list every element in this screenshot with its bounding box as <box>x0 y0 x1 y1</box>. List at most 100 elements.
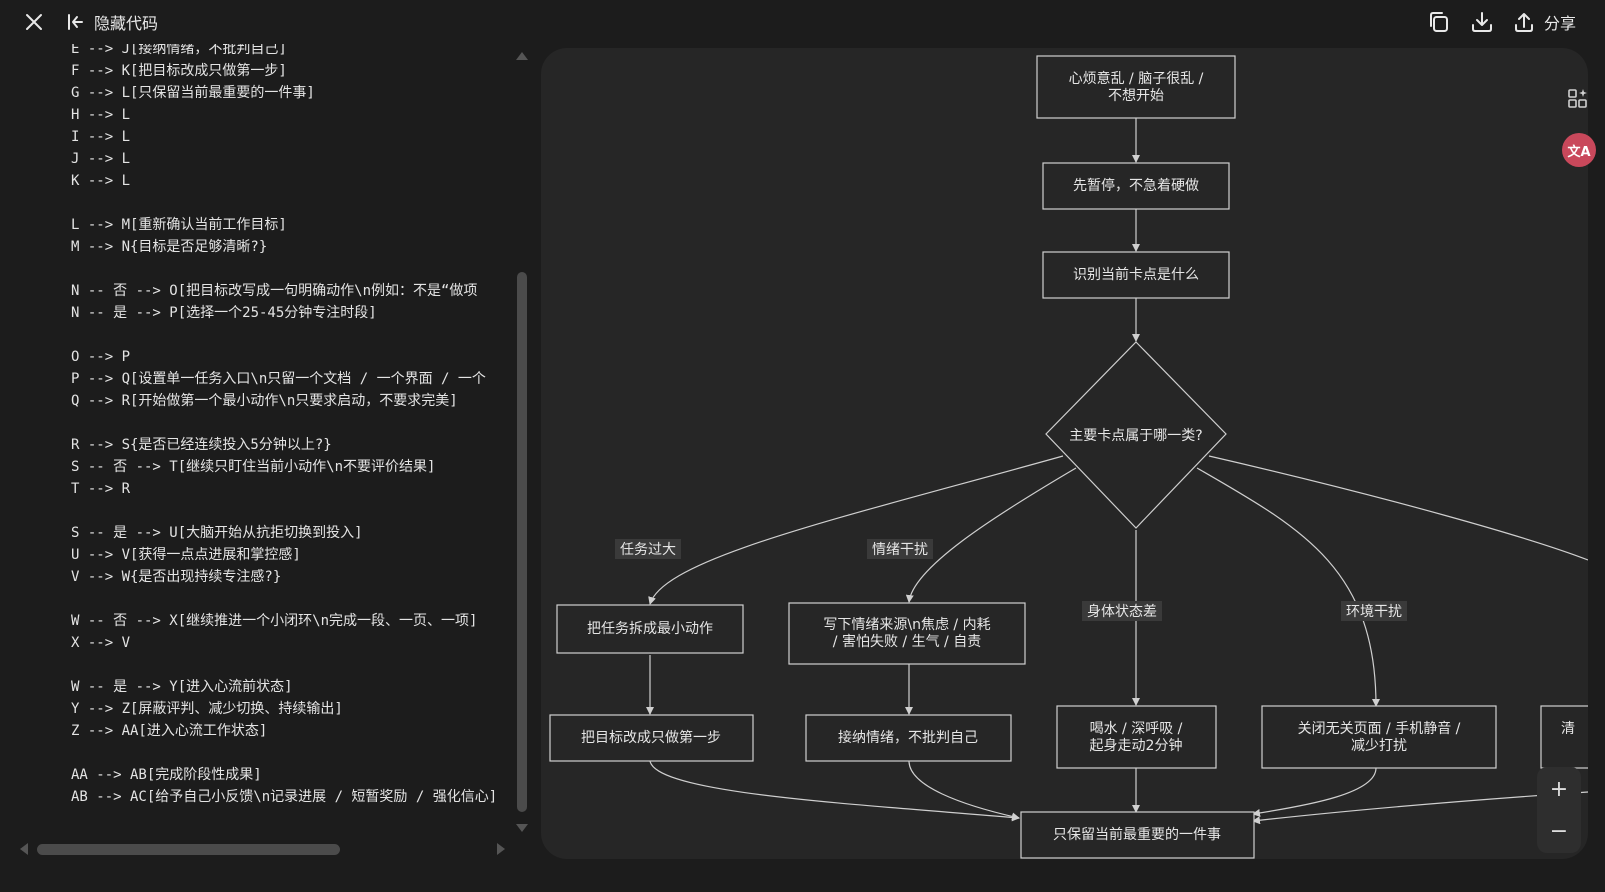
code-panel[interactable]: E --> J[接纳情绪，不批判自己] F --> K[把目标改成只做第一步] G … <box>40 44 515 826</box>
code-line: S -- 是 --> U[大脑开始从抗拒切换到投入] <box>71 525 363 541</box>
node-drink-water[interactable]: 喝水 / 深呼吸 / 起身走动2分钟 <box>1056 705 1217 769</box>
share-label: 分享 <box>1544 14 1577 33</box>
scroll-right-arrow-icon[interactable] <box>497 843 505 855</box>
close-icon <box>26 14 42 30</box>
node-start-line-2: 不想开始 <box>1108 88 1164 104</box>
hide-code-label: 隐藏代码 <box>94 14 159 33</box>
edge-accept-keep <box>908 760 1020 821</box>
edge-label-emotion-text: 情绪干扰 <box>872 542 928 558</box>
minus-icon: − <box>1549 818 1569 844</box>
diagram-preview-panel[interactable]: 心烦意乱 / 脑子很乱 / 不想开始 先暂停，不急着硬做 识别当前卡点是什么 主… <box>541 48 1588 859</box>
node-first-step[interactable]: 把目标改成只做第一步 <box>549 714 754 762</box>
edge-decision-write-emotion <box>905 467 1077 603</box>
node-clear-partial-label: 清 <box>1561 721 1575 737</box>
node-close-pages-line-1: 关闭无关页面 / 手机静音 / <box>1298 720 1461 737</box>
copy-button[interactable] <box>1425 8 1453 36</box>
code-line: L --> M[重新确认当前工作目标] <box>71 217 287 233</box>
scroll-down-arrow-icon[interactable] <box>516 824 528 832</box>
edge-decision-split-task <box>648 455 1064 605</box>
code-line: O --> P <box>71 349 131 365</box>
node-decision-label: 主要卡点属于哪一类? <box>1069 428 1202 444</box>
code-line: E --> J[接纳情绪，不批判自己] <box>71 44 287 57</box>
node-close-pages-line-2: 减少打扰 <box>1351 737 1407 754</box>
node-close-pages[interactable]: 关闭无关页面 / 手机静音 / 减少打扰 <box>1261 705 1497 769</box>
code-line: Z --> AA[进入心流工作状态] <box>71 723 268 739</box>
zoom-in-button[interactable]: + <box>1537 769 1581 809</box>
node-drink-water-line-1: 喝水 / 深呼吸 / <box>1090 721 1183 737</box>
zoom-controls: + − <box>1537 767 1581 853</box>
horizontal-scrollbar-thumb[interactable] <box>37 844 340 855</box>
node-identify-label: 识别当前卡点是什么 <box>1073 266 1199 283</box>
code-line: T --> R <box>71 481 131 497</box>
code-line: AA --> AB[完成阶段性成果] <box>71 767 262 783</box>
node-start[interactable]: 心烦意乱 / 脑子很乱 / 不想开始 <box>1036 55 1236 119</box>
edge-label-task-too-big: 任务过大 <box>615 539 681 559</box>
edge-decision-offscreen <box>1208 455 1588 561</box>
edge-close-keep <box>1252 767 1377 817</box>
node-pause-label: 先暂停，不急着硬做 <box>1073 177 1199 194</box>
collapse-left-icon <box>68 14 83 30</box>
code-line: U --> V[获得一点点进展和掌控感] <box>71 547 301 563</box>
translate-icon: 文A <box>1567 144 1591 160</box>
flowchart: 心烦意乱 / 脑子很乱 / 不想开始 先暂停，不急着硬做 识别当前卡点是什么 主… <box>549 55 1588 859</box>
node-write-emotion[interactable]: 写下情绪来源\n焦虑 / 内耗 / 害怕失败 / 生气 / 自责 <box>788 602 1026 665</box>
share-icon <box>1515 13 1533 32</box>
node-write-emotion-line-1: 写下情绪来源\n焦虑 / 内耗 <box>823 617 990 633</box>
code-line: W -- 是 --> Y[进入心流前状态] <box>71 679 293 695</box>
code-line: Y --> Z[屏蔽评判、减少切换、持续输出] <box>71 701 343 717</box>
code-line: X --> V <box>71 635 131 651</box>
hide-code-button[interactable]: 隐藏代码 <box>66 10 158 34</box>
edge-first-step-keep <box>649 760 1020 822</box>
edge-label-task-too-big-text: 任务过大 <box>620 542 676 558</box>
node-decision[interactable]: 主要卡点属于哪一类? <box>1045 341 1227 529</box>
code-line: N -- 是 --> P[选择一个25-45分钟专注时段] <box>71 305 377 321</box>
copy-icon <box>1430 12 1448 32</box>
scroll-left-arrow-icon[interactable] <box>20 843 28 855</box>
code-line: F --> K[把目标改成只做第一步] <box>71 63 287 79</box>
node-write-emotion-line-2: / 害怕失败 / 生气 / 自责 <box>833 634 981 650</box>
node-first-step-label: 把目标改成只做第一步 <box>581 729 721 746</box>
download-button[interactable] <box>1468 8 1496 36</box>
scroll-up-arrow-icon[interactable] <box>516 52 528 60</box>
apps-sparkle-icon <box>1568 89 1587 108</box>
node-split-task-label: 把任务拆成最小动作 <box>587 621 713 637</box>
code-line: R --> S{是否已经连续投入5分钟以上?} <box>71 437 332 453</box>
plus-icon: + <box>1549 776 1569 802</box>
edge-label-body: 身体状态差 <box>1082 601 1162 621</box>
code-line: S -- 否 --> T[继续只盯住当前小动作\n不要评价结果] <box>71 459 436 475</box>
code-line: J --> L <box>71 151 131 167</box>
code-line: M --> N{目标是否足够清晰?} <box>71 239 268 255</box>
apps-sparkle-button[interactable] <box>1561 81 1595 115</box>
top-toolbar: 隐藏代码 分享 <box>0 0 1605 44</box>
code-line: I --> L <box>71 129 131 145</box>
node-accept-emotion[interactable]: 接纳情绪，不批判自己 <box>805 714 1012 762</box>
node-accept-emotion-label: 接纳情绪，不批判自己 <box>838 729 978 746</box>
edge-label-emotion: 情绪干扰 <box>867 539 933 559</box>
node-keep-one-label: 只保留当前最重要的一件事 <box>1053 826 1221 843</box>
code-line: G --> L[只保留当前最重要的一件事] <box>71 85 315 101</box>
code-line: AB --> AC[给予自己小反馈\n记录进展 / 短暂奖励 / 强化信心] <box>71 789 498 805</box>
share-button[interactable]: 分享 <box>1512 8 1576 36</box>
zoom-out-button[interactable]: − <box>1537 811 1581 851</box>
node-keep-one[interactable]: 只保留当前最重要的一件事 <box>1020 811 1255 859</box>
download-icon <box>1472 12 1492 32</box>
node-identify[interactable]: 识别当前卡点是什么 <box>1042 251 1230 299</box>
edge-label-environment: 环境干扰 <box>1341 601 1407 621</box>
close-button[interactable] <box>22 10 46 34</box>
translate-button[interactable]: 文A <box>1562 133 1596 167</box>
node-clear-partial[interactable]: 清 <box>1540 705 1588 769</box>
code-line: P --> Q[设置单一任务入口\n只留一个文档 / 一个界面 / 一个 <box>71 371 486 387</box>
node-drink-water-line-2: 起身走动2分钟 <box>1090 737 1183 754</box>
code-line: W -- 否 --> X[继续推进一个小闭环\n完成一段、一页、一项] <box>71 613 478 629</box>
edge-decision-close-pages <box>1196 467 1380 707</box>
node-split-task[interactable]: 把任务拆成最小动作 <box>556 604 744 654</box>
code-line: H --> L <box>71 107 131 123</box>
edge-label-environment-text: 环境干扰 <box>1346 604 1402 620</box>
code-line: N -- 否 --> O[把目标改写成一句明确动作\n例如：不是“做项 <box>71 283 478 299</box>
node-pause[interactable]: 先暂停，不急着硬做 <box>1042 162 1230 210</box>
node-start-line-1: 心烦意乱 / 脑子很乱 / <box>1069 70 1204 87</box>
code-line: V --> W{是否出现持续专注感?} <box>71 569 282 585</box>
vertical-scrollbar-thumb[interactable] <box>517 272 527 812</box>
edge-label-body-text: 身体状态差 <box>1087 604 1157 620</box>
code-line: K --> L <box>71 173 131 189</box>
